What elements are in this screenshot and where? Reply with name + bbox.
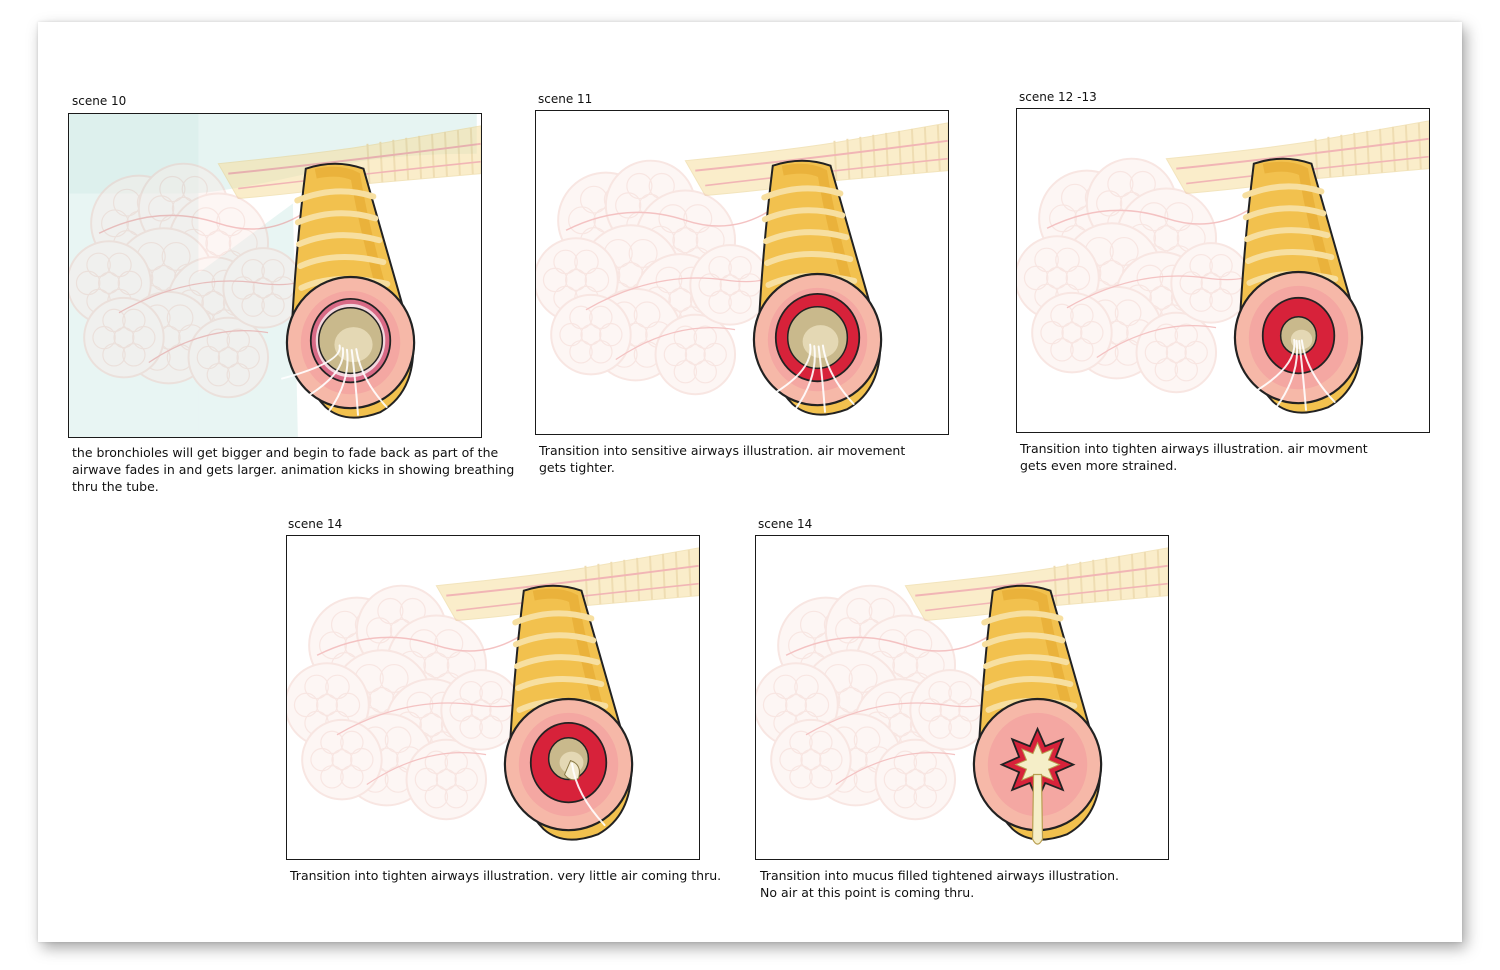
scene-caption: Transition into mucus filled tightened a… [760, 867, 1119, 901]
caption-line: thru the tube. [72, 479, 159, 494]
caption-line: No air at this point is coming thru. [760, 885, 975, 900]
caption-line: gets tighter. [539, 460, 615, 475]
scene-illustration [755, 535, 1169, 860]
caption-line: airwave fades in and gets larger. animat… [72, 462, 515, 477]
airway-illustration [1017, 120, 1429, 414]
scene-caption: Transition into sensitive airways illust… [539, 442, 905, 476]
caption-line: the bronchioles will get bigger and begi… [72, 445, 499, 460]
airway-illustration [756, 547, 1168, 845]
scene-label: scene 14 [288, 517, 343, 531]
caption-line: Transition into tighten airways illustra… [290, 868, 722, 883]
scene-label: scene 10 [72, 94, 127, 108]
scene-label: scene 12 -13 [1019, 90, 1097, 104]
airway-illustration [287, 547, 699, 841]
airway-illustration [69, 114, 481, 437]
scene-caption: Transition into tighten airways illustra… [290, 867, 721, 884]
caption-line: Transition into sensitive airways illust… [539, 443, 906, 458]
scene-illustration [1016, 108, 1430, 433]
scene-label: scene 14 [758, 517, 813, 531]
caption-line: Transition into mucus filled tightened a… [760, 868, 1119, 883]
scene-caption: Transition into tighten airways illustra… [1020, 440, 1368, 474]
scene-caption: the bronchioles will get bigger and begi… [72, 444, 514, 495]
airway-illustration [536, 122, 948, 416]
storyboard-sheet: scene 10 the bronchioles will get bigger… [38, 22, 1462, 942]
caption-line: gets even more strained. [1020, 458, 1178, 473]
scene-illustration [535, 110, 949, 435]
caption-line: Transition into tighten airways illustra… [1020, 441, 1368, 456]
scene-illustration [68, 113, 482, 438]
scene-label: scene 11 [538, 92, 593, 106]
scene-illustration [286, 535, 700, 860]
